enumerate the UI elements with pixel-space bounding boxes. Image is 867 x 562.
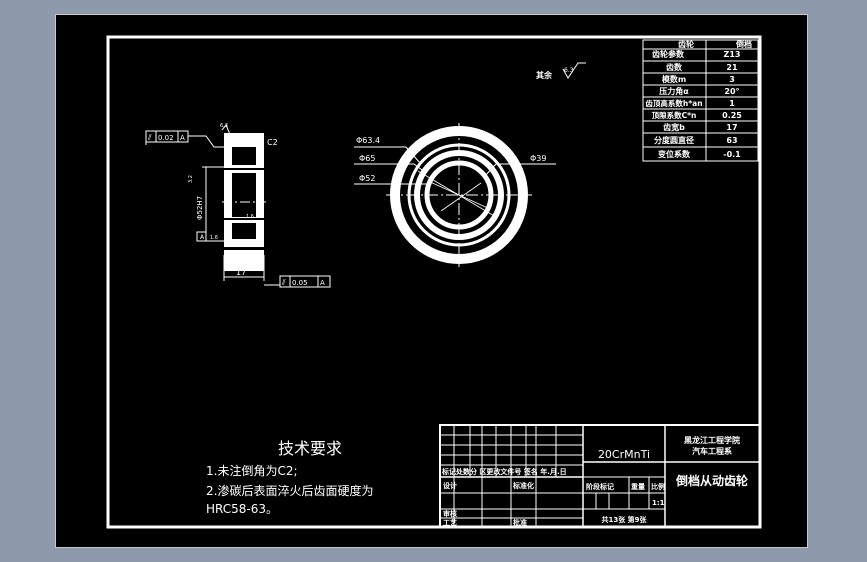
- label-stage: 阶段标记: [586, 482, 614, 491]
- label-weight: 重量: [631, 482, 645, 491]
- dim-diameter-2: Φ65: [359, 154, 375, 163]
- scale-value: 1:1: [652, 499, 665, 507]
- param-name: 模数m: [662, 74, 686, 84]
- tol-bottom-datum: A: [320, 279, 325, 287]
- param-name: 分度圆直径: [654, 135, 694, 145]
- param-value: 20°: [724, 87, 739, 96]
- surface-roughness-note: 其余 6.3: [536, 62, 586, 80]
- dim-small: 3.2: [188, 175, 194, 183]
- param-value: -0.1: [723, 150, 741, 159]
- param-value: 0.25: [722, 111, 742, 120]
- dim-diameter-1: Φ63.4: [356, 136, 380, 145]
- tol-top-value: 0.02: [158, 134, 174, 142]
- params-section-label: 齿轮参数: [652, 49, 685, 59]
- param-value: 3: [729, 75, 735, 84]
- param-value: Z13: [724, 50, 741, 59]
- engineering-drawing: 齿轮 倒档 齿轮参数 Z13 齿数 21 模数m 3 压力角α 20° 齿顶高系…: [106, 35, 762, 529]
- technical-requirements: 技术要求 1.未注倒角为C2; 2.渗碳后表面淬火后齿面硬度为 HRC58-63…: [206, 439, 373, 516]
- label-design: 设计: [443, 481, 457, 490]
- roughness-c: 1.6: [210, 235, 218, 241]
- label-approve: 批准: [513, 518, 527, 527]
- param-value: 21: [726, 63, 738, 72]
- rev-headers: 标记处数分 区更改文件号 签名 年.月.日: [441, 467, 567, 476]
- param-value: 1: [729, 99, 735, 108]
- label-review: 审核: [443, 509, 457, 518]
- label-standardize: 标准化: [512, 481, 534, 490]
- param-name: 齿宽b: [663, 122, 685, 132]
- param-name: 变位系数: [658, 149, 691, 159]
- params-header-left: 齿轮: [678, 39, 694, 49]
- surface-note-value: 6.3: [564, 67, 574, 74]
- sheet-frame: [106, 35, 762, 529]
- title-block: 标记处数分 区更改文件号 签名 年.月.日 设计 标准化 审核 工艺 批准 20…: [439, 424, 761, 528]
- gear-front-view: Φ63.4 Φ65 Φ52 Φ39: [354, 123, 556, 267]
- tech-req-line-1: 1.未注倒角为C2;: [206, 463, 298, 478]
- label-process: 工艺: [443, 518, 457, 527]
- label-ratio: 比例: [651, 482, 665, 491]
- roughness-a: 6.3: [220, 123, 228, 129]
- surface-note-label: 其余: [536, 70, 553, 80]
- param-name: 压力角α: [659, 86, 689, 96]
- params-header-right: 倒档: [735, 39, 752, 49]
- param-value: 63: [726, 136, 737, 145]
- datum-label: A: [200, 234, 205, 241]
- department-name: 汽车工程系: [692, 446, 732, 456]
- tech-req-line-3: HRC58-63。: [206, 502, 278, 516]
- sheet-count: 共13张 第9张: [601, 515, 647, 524]
- tech-req-title: 技术要求: [278, 439, 342, 458]
- part-name: 倒档从动齿轮: [675, 473, 749, 488]
- param-name: 齿数: [666, 62, 683, 72]
- dim-width: 17: [236, 268, 246, 277]
- gear-section-view: ⫽ 0.02 A C2 6.3 1.6 Φ52H7 3.2 A 1.6 17 6…: [145, 123, 331, 288]
- cad-viewport[interactable]: 齿轮 倒档 齿轮参数 Z13 齿数 21 模数m 3 压力角α 20° 齿顶高系…: [55, 14, 808, 548]
- dim-diameter-3: Φ52: [359, 174, 375, 183]
- param-value: 17: [726, 123, 737, 132]
- tol-bottom-symbol: ⫽: [281, 278, 286, 287]
- param-name: 顶隙系数C*n: [652, 110, 697, 120]
- param-name: 齿顶高系数h*an: [645, 98, 702, 108]
- material: 20CrMnTi: [598, 448, 650, 461]
- school-name: 黑龙江工程学院: [684, 435, 740, 445]
- roughness-d: 6.3: [236, 267, 244, 273]
- roughness-b: 1.6: [246, 214, 254, 220]
- tol-bottom-value: 0.05: [292, 279, 308, 287]
- tol-top-datum: A: [180, 134, 185, 142]
- chamfer-label: C2: [267, 138, 278, 147]
- dim-diameter-4: Φ39: [530, 154, 546, 163]
- gear-parameters-table: 齿轮 倒档 齿轮参数 Z13 齿数 21 模数m 3 压力角α 20° 齿顶高系…: [642, 39, 759, 162]
- tol-top-symbol: ⫽: [147, 133, 152, 142]
- dim-bore-diameter: Φ52H7: [196, 196, 204, 220]
- tech-req-line-2: 2.渗碳后表面淬火后齿面硬度为: [206, 483, 373, 498]
